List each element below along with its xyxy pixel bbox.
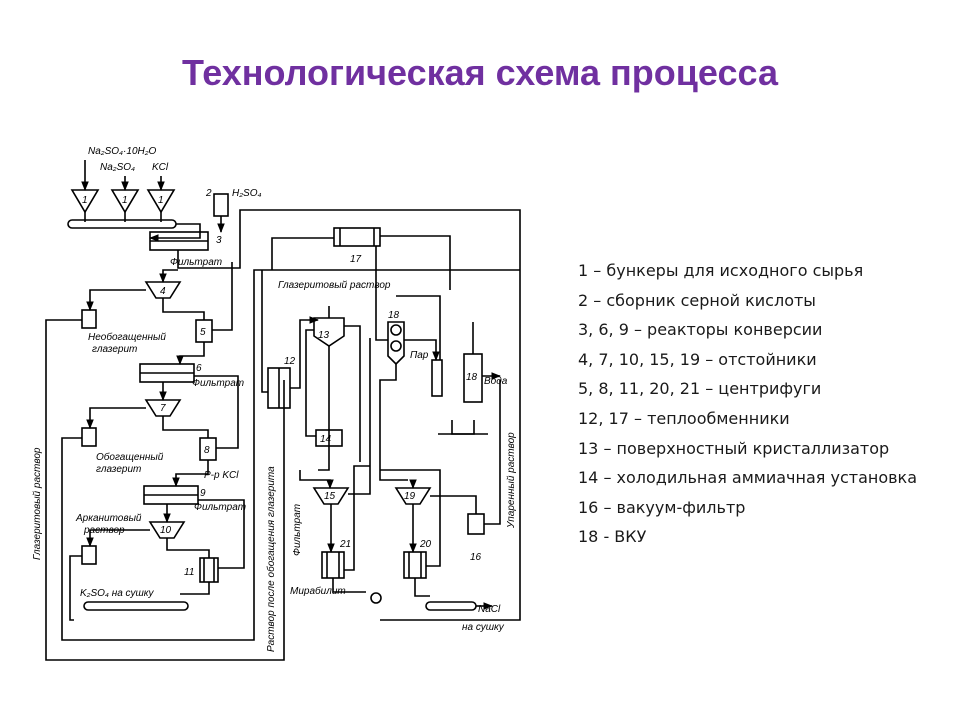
settler-15 — [312, 487, 350, 505]
label-n12: 12 — [284, 356, 296, 367]
label-filtrate-3: Фильтрат — [194, 502, 246, 513]
label-n8: 8 — [204, 445, 210, 456]
label-n6: 6 — [196, 363, 202, 374]
label-water: Вода — [484, 376, 508, 387]
centrifuge-20 — [403, 551, 427, 579]
legend-item: 12, 17 – теплообменники — [578, 408, 790, 428]
label-n21: 21 — [339, 539, 351, 550]
label-enriched-1: Обогащенный — [96, 451, 164, 463]
label-n13: 13 — [318, 330, 330, 341]
label-filtrate-vertical: Фильтрат — [292, 504, 303, 556]
vacuum-filter-16 — [467, 513, 485, 535]
label-n20: 20 — [419, 539, 432, 550]
settler-10 — [148, 521, 186, 539]
label-unenriched-2: глазерит — [92, 344, 137, 355]
label-n5: 5 — [200, 327, 206, 338]
label-feed-na2so4: Na₂SO₄ — [100, 162, 135, 173]
label-n18b: 18 — [466, 372, 478, 383]
tank-unenriched — [81, 309, 97, 329]
label-feed-top: Na₂SO₄·10H₂O — [88, 146, 157, 157]
legend-item: 5, 8, 11, 20, 21 – центрифуги — [578, 379, 822, 399]
label-n2: 2 — [205, 188, 212, 199]
label-n19: 19 — [404, 491, 416, 502]
evaporator-18 — [387, 321, 405, 366]
label-n4: 4 — [160, 286, 166, 297]
label-feed-kcl: KCl — [152, 162, 169, 173]
legend-item: 14 – холодильная аммиачная установка — [578, 468, 918, 488]
acid-tank-2 — [213, 193, 229, 217]
label-enriched-2: глазерит — [96, 464, 141, 475]
label-nacl: NaCl — [478, 604, 501, 615]
tank-enriched — [81, 427, 97, 447]
conveyor-k2so4 — [83, 601, 189, 611]
label-n9: 9 — [200, 488, 206, 499]
label-n11: 11 — [184, 567, 194, 578]
label-n18: 18 — [388, 310, 400, 321]
condenser — [431, 359, 443, 397]
legend-item: 1 – бункеры для исходного сырья — [578, 261, 864, 280]
centrifuge-21 — [321, 551, 345, 579]
label-steam: Пар — [410, 350, 429, 361]
heat-exchanger-17 — [333, 227, 381, 247]
label-solution-after: Раствор после обогащения глазерита — [265, 466, 277, 652]
settler-19 — [394, 487, 432, 505]
label-unenriched-1: Необогащенный — [88, 331, 166, 343]
label-n3: 3 — [216, 235, 222, 246]
legend-item: 16 – вакуум-фильтр — [578, 497, 746, 517]
label-glaserite-solution-top: Глазеритовый раствор — [278, 280, 391, 291]
label-mirabilite: Мирабилит — [290, 585, 346, 597]
legend-item: 3, 6, 9 – реакторы конверсии — [578, 320, 823, 340]
label-n17: 17 — [350, 254, 362, 265]
label-kcl-solution: Р-р KCl — [204, 470, 239, 481]
label-arcanite-2: раствор — [83, 525, 125, 536]
legend-item: 18 - ВКУ — [578, 527, 647, 547]
label-n10: 10 — [160, 525, 172, 536]
label-filtrate-1: Фильтрат — [170, 257, 222, 268]
label-n7: 7 — [160, 403, 166, 414]
tank-arcanite — [81, 545, 97, 565]
label-k2so4: K₂SO₄ на сушку — [80, 588, 154, 599]
legend-item: 2 – сборник серной кислоты — [578, 290, 816, 310]
label-n1c: 1 — [158, 195, 164, 206]
settler-4 — [144, 281, 182, 299]
settler-7 — [144, 399, 182, 417]
slide-title: Технологическая схема процесса — [182, 52, 778, 93]
label-to-drying: на сушку — [462, 622, 505, 633]
label-n1b: 1 — [122, 195, 128, 206]
label-glaserite-vertical: Глазеритовый раствор — [32, 447, 43, 560]
label-acid: H₂SO₄ — [232, 188, 262, 199]
legend-item: 13 – поверхностный кристаллизатор — [578, 438, 890, 458]
label-n15: 15 — [324, 491, 336, 502]
label-evaporated: Упаренный раствор — [506, 432, 517, 529]
label-arcanite-1: Арканитовый — [75, 513, 142, 524]
crystallizer-13 — [313, 317, 345, 347]
conveyor-nacl — [425, 601, 477, 611]
label-n16: 16 — [470, 552, 482, 563]
centrifuge-11 — [199, 557, 219, 583]
label-filtrate-2: Фильтрат — [192, 378, 244, 389]
label-n1a: 1 — [82, 195, 88, 206]
legend-item: 4, 7, 10, 15, 19 – отстойники — [578, 349, 817, 369]
label-n14: 14 — [320, 434, 332, 445]
legend-list: 1 – бункеры для исходного сырья 2 – сбор… — [578, 256, 918, 552]
